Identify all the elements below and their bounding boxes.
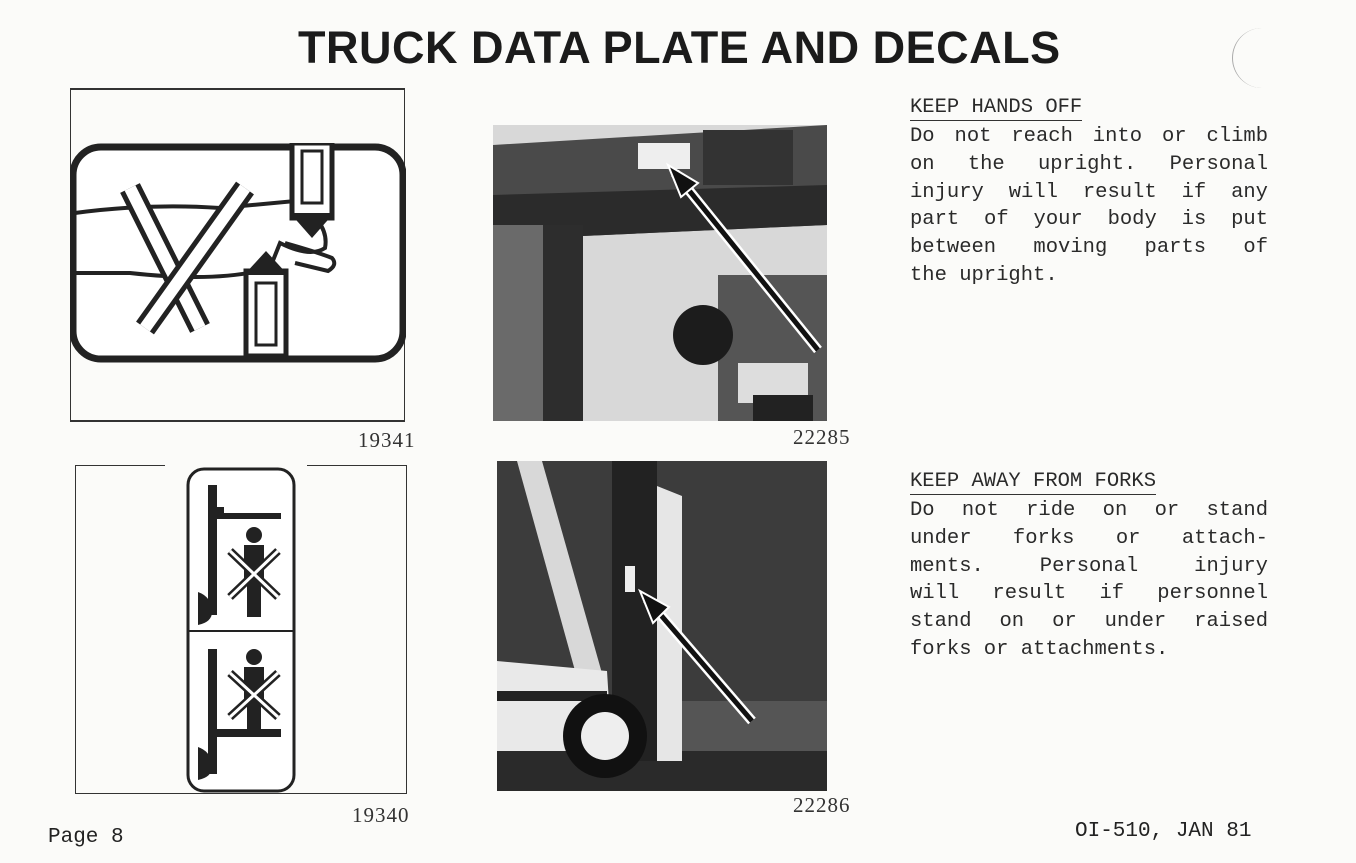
section-text-line: forks or attachments.	[910, 637, 1169, 661]
keep-away-from-forks-decal-icon	[186, 467, 296, 793]
truck-decal-photo	[497, 461, 827, 791]
frame-top-left	[75, 465, 165, 466]
figure-caption: 19340	[352, 803, 410, 827]
section-text-line: under forks or attach-	[910, 526, 1268, 550]
section-text-line: stand on or under raised	[910, 610, 1268, 634]
section-text-line: between moving parts of	[910, 236, 1268, 260]
section-text-line: Do not ride on or stand	[910, 499, 1268, 522]
upright-decal-photo	[493, 125, 827, 421]
frame-top-right	[307, 465, 407, 466]
figure-frame	[75, 465, 407, 794]
figure-caption: 22285	[793, 425, 851, 449]
decal-hands-figure	[70, 88, 406, 423]
section-text-line: the upright.	[910, 263, 1058, 287]
section-text-line: Do not reach into or climb	[910, 125, 1268, 148]
keep-hands-off-decal-icon	[70, 143, 406, 363]
keep-hands-off-section: KEEP HANDS OFF Do not reach into or clim…	[910, 94, 1268, 290]
keep-away-from-forks-section: KEEP AWAY FROM FORKS Do not ride on or s…	[910, 468, 1268, 664]
figure-caption: 22286	[793, 793, 851, 817]
truck-photo-image	[497, 461, 827, 791]
section-text-line: part of your body is put	[910, 208, 1268, 232]
section-heading: KEEP HANDS OFF	[910, 96, 1083, 121]
figure-caption: 19341	[358, 428, 416, 452]
section-text-line: will result if personnel	[910, 582, 1268, 606]
decal-forks-figure	[75, 465, 407, 795]
section-text-line: ments. Personal injury	[910, 554, 1268, 578]
page-edge-mark	[1232, 28, 1263, 88]
document-reference: OI-510, JAN 81	[1075, 820, 1252, 843]
section-text-line: on the upright. Personal	[910, 152, 1268, 176]
page-number: Page 8	[48, 826, 124, 849]
section-heading: KEEP AWAY FROM FORKS	[910, 470, 1157, 495]
upright-photo-image	[493, 125, 827, 421]
section-text-line: injury will result if any	[910, 180, 1268, 204]
page-title: TRUCK DATA PLATE AND DECALS	[298, 22, 1061, 73]
